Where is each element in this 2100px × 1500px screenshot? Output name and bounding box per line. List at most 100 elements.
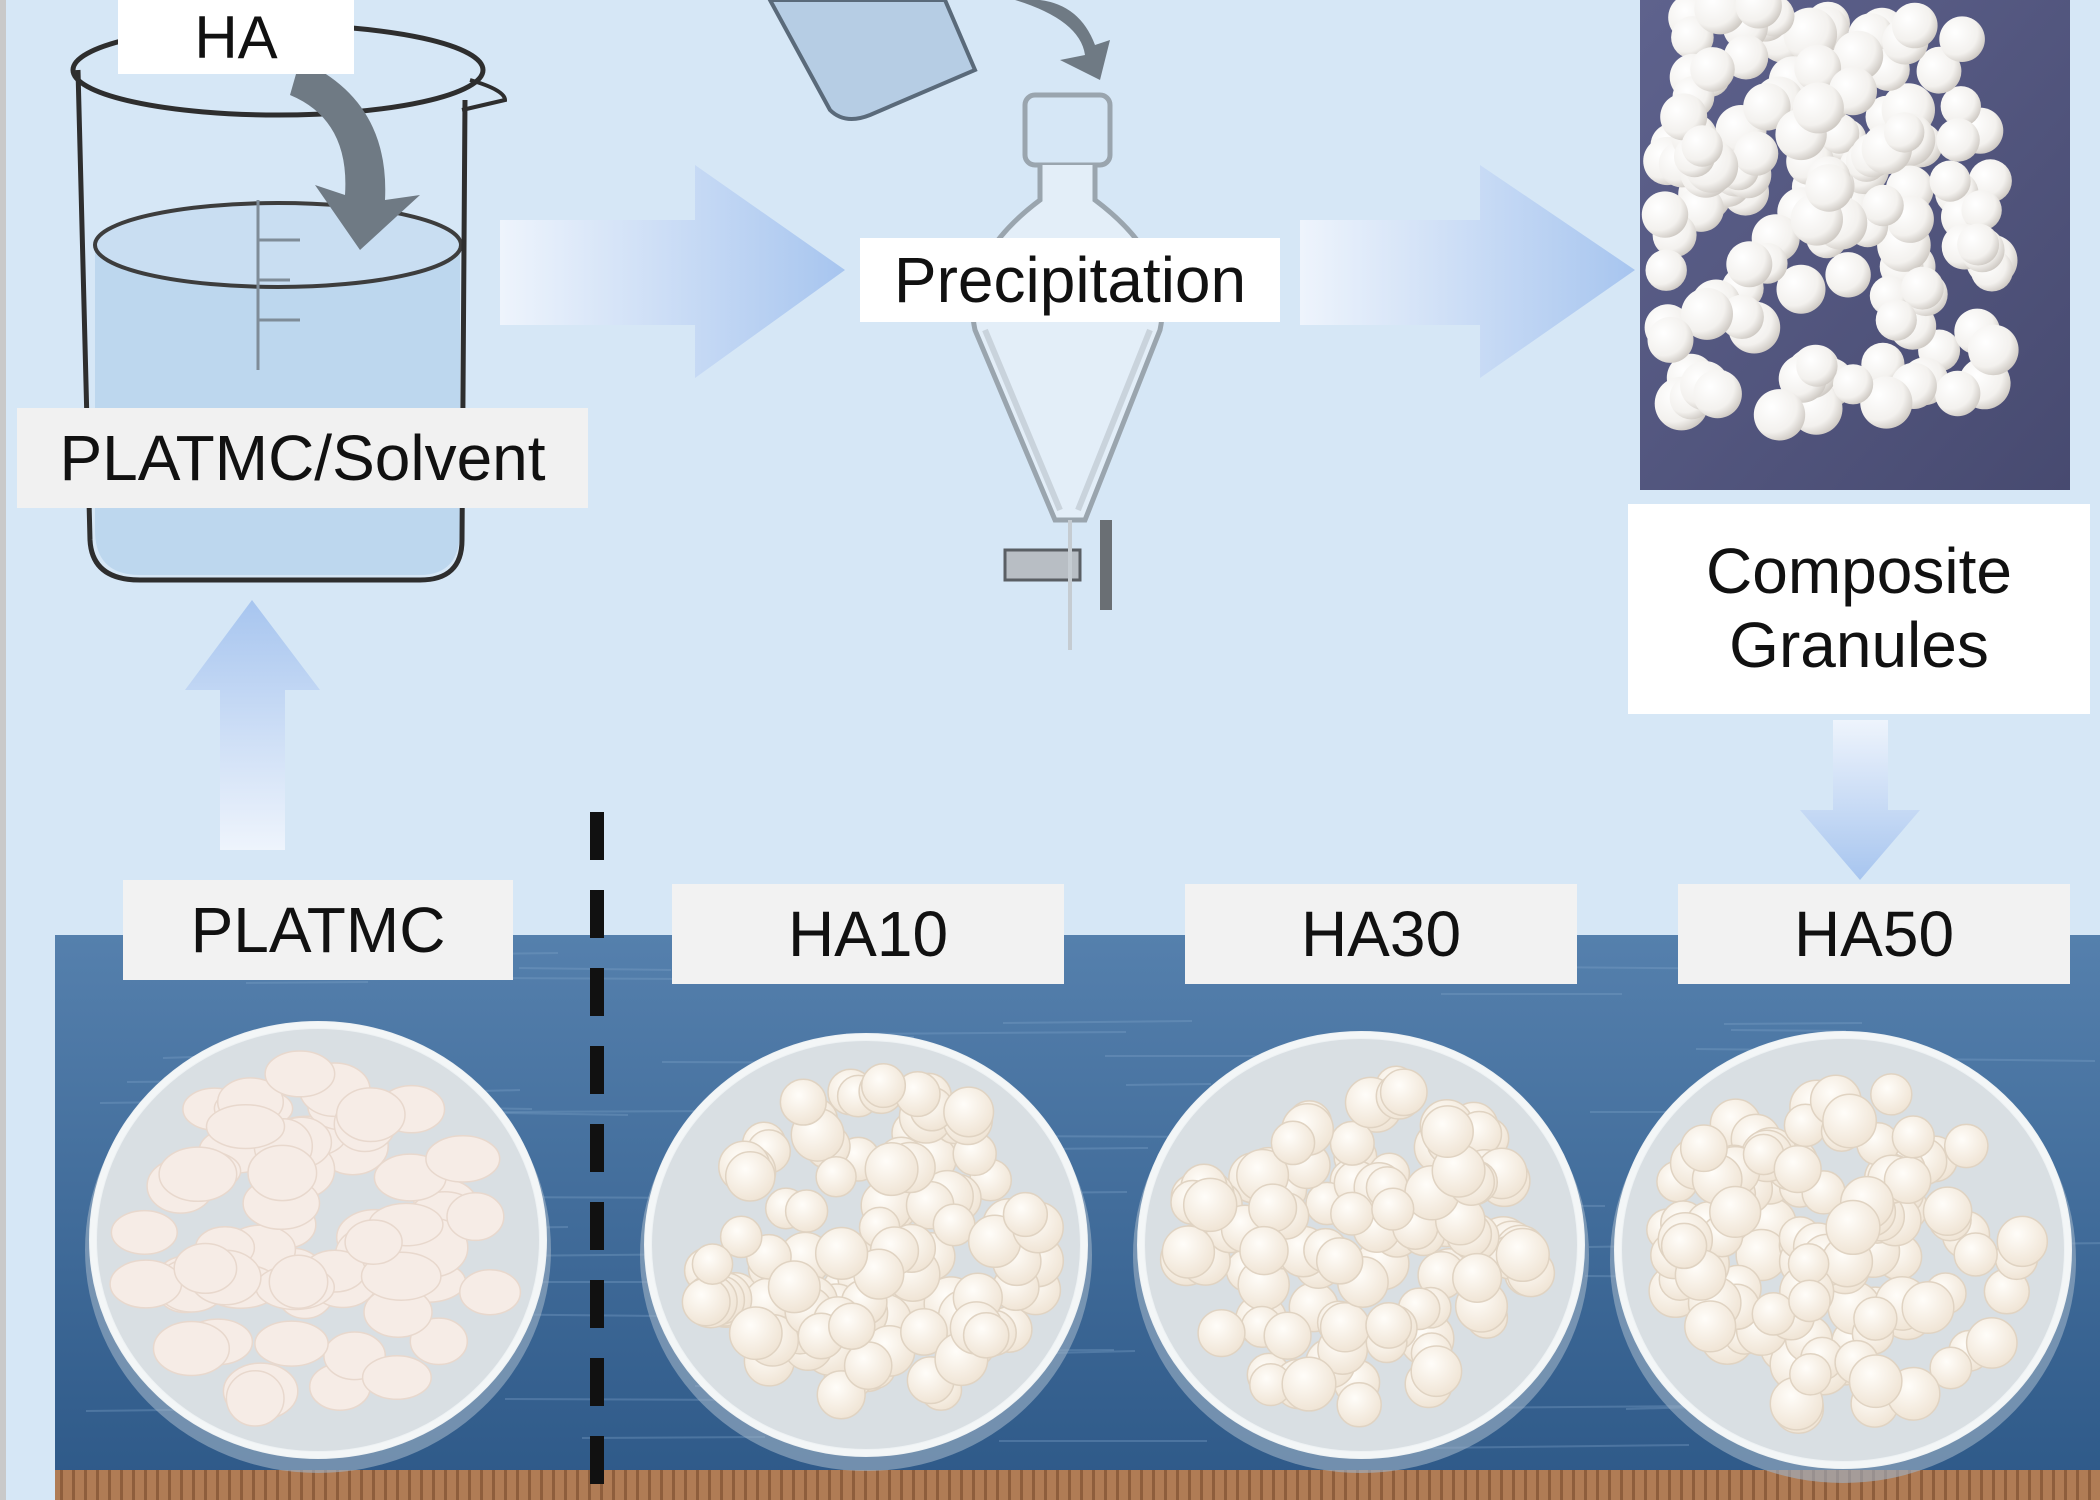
- granule: [1330, 1191, 1375, 1236]
- granule: [1788, 1279, 1831, 1323]
- bead: [1936, 118, 1980, 162]
- granule: [724, 1151, 776, 1202]
- composite-granules-photo: [1640, 0, 2070, 490]
- label-composite-line1: Composite: [1706, 535, 2012, 608]
- granule: [1825, 1199, 1881, 1256]
- bead: [1681, 125, 1723, 167]
- cloth-fiber: [845, 1031, 1127, 1035]
- label-ha10: HA10: [672, 884, 1064, 984]
- bead: [1860, 376, 1913, 429]
- granule: [1421, 1105, 1474, 1159]
- sample-dishes: [85, 1021, 2076, 1483]
- granule: [943, 1086, 995, 1138]
- granule: [900, 1307, 948, 1356]
- granule: [691, 1243, 734, 1285]
- granule: [814, 1226, 869, 1281]
- bead: [1694, 0, 1747, 35]
- granule: [828, 1302, 876, 1350]
- granule: [864, 1142, 919, 1197]
- bead: [1901, 266, 1944, 310]
- granule: [1965, 1316, 2018, 1369]
- right-arrow-icon: [500, 165, 845, 378]
- pouring-beaker-icon: [767, 0, 1110, 121]
- granule: [1182, 1177, 1238, 1233]
- bead: [1805, 164, 1853, 212]
- bead: [1733, 131, 1779, 176]
- bead: [1792, 82, 1844, 134]
- bead: [1825, 252, 1871, 298]
- granule: [205, 1103, 286, 1150]
- bead: [1796, 345, 1838, 387]
- granule: [1943, 1123, 1989, 1169]
- label-composite-line2: Granules: [1729, 609, 1989, 681]
- granule: [344, 1219, 403, 1265]
- cloth-fiber: [1125, 1083, 1212, 1086]
- separatory-funnel-icon: [970, 92, 1165, 650]
- granule: [247, 1144, 318, 1202]
- bead: [1641, 191, 1689, 238]
- label-platmc: PLATMC: [123, 880, 513, 980]
- bead: [1935, 370, 1981, 417]
- granule: [1495, 1227, 1550, 1283]
- granule: [264, 1050, 336, 1098]
- frame-edge: [0, 0, 6, 1500]
- granule: [860, 1063, 907, 1109]
- cloth-fiber: [1002, 1020, 1193, 1024]
- granule: [158, 1146, 238, 1203]
- bead: [1735, 0, 1782, 29]
- down-arrow-icon: [1800, 720, 1920, 880]
- granule: [1901, 1280, 1955, 1335]
- granule: [728, 1306, 783, 1361]
- granule: [1789, 1352, 1832, 1396]
- granule: [1329, 1120, 1375, 1166]
- granule: [335, 1087, 406, 1143]
- granule: [962, 1311, 1010, 1359]
- granule: [225, 1370, 285, 1427]
- granule: [1336, 1382, 1382, 1428]
- granule: [1848, 1354, 1903, 1409]
- cloth-fiber: [245, 981, 369, 984]
- granule: [1365, 1301, 1413, 1349]
- bead: [1929, 160, 1971, 202]
- granule: [1787, 1242, 1830, 1285]
- granule: [1870, 1073, 1913, 1116]
- granule: [409, 1317, 469, 1366]
- bead: [1961, 190, 2002, 231]
- bead: [1884, 112, 1925, 153]
- granule: [767, 1260, 821, 1314]
- granule: [152, 1320, 231, 1377]
- granule: [1891, 1115, 1935, 1159]
- granule: [1270, 1120, 1316, 1166]
- granule: [784, 1189, 829, 1233]
- granule: [719, 1215, 763, 1259]
- cloth-fiber: [467, 1110, 735, 1113]
- granule: [1410, 1345, 1463, 1398]
- bead: [1957, 223, 2000, 266]
- bead: [1940, 86, 1982, 127]
- granule: [446, 1192, 505, 1242]
- bead: [1833, 364, 1874, 405]
- bead: [1690, 47, 1735, 92]
- bead: [1939, 16, 1985, 62]
- granule: [361, 1354, 432, 1401]
- petri-dish: [85, 1021, 551, 1473]
- bead: [1776, 264, 1826, 314]
- granule: [1929, 1346, 1973, 1390]
- granule: [1679, 1124, 1728, 1173]
- cloth-fiber: [1730, 1029, 1847, 1032]
- bead: [1968, 324, 2019, 376]
- granule: [459, 1268, 522, 1316]
- bead: [1645, 249, 1687, 291]
- granule: [1248, 1183, 1298, 1233]
- granule: [1315, 1237, 1364, 1285]
- bead: [1743, 83, 1791, 131]
- granule: [815, 1156, 857, 1198]
- label-platmc-solvent: PLATMC/Solvent: [17, 408, 588, 508]
- granule: [1660, 1222, 1708, 1270]
- label-precipitation: Precipitation: [860, 238, 1280, 322]
- wooden-surface: [55, 1470, 2100, 1500]
- granule: [173, 1242, 238, 1295]
- granule: [1684, 1300, 1737, 1353]
- label-composite-granules: Composite Granules: [1628, 504, 2090, 714]
